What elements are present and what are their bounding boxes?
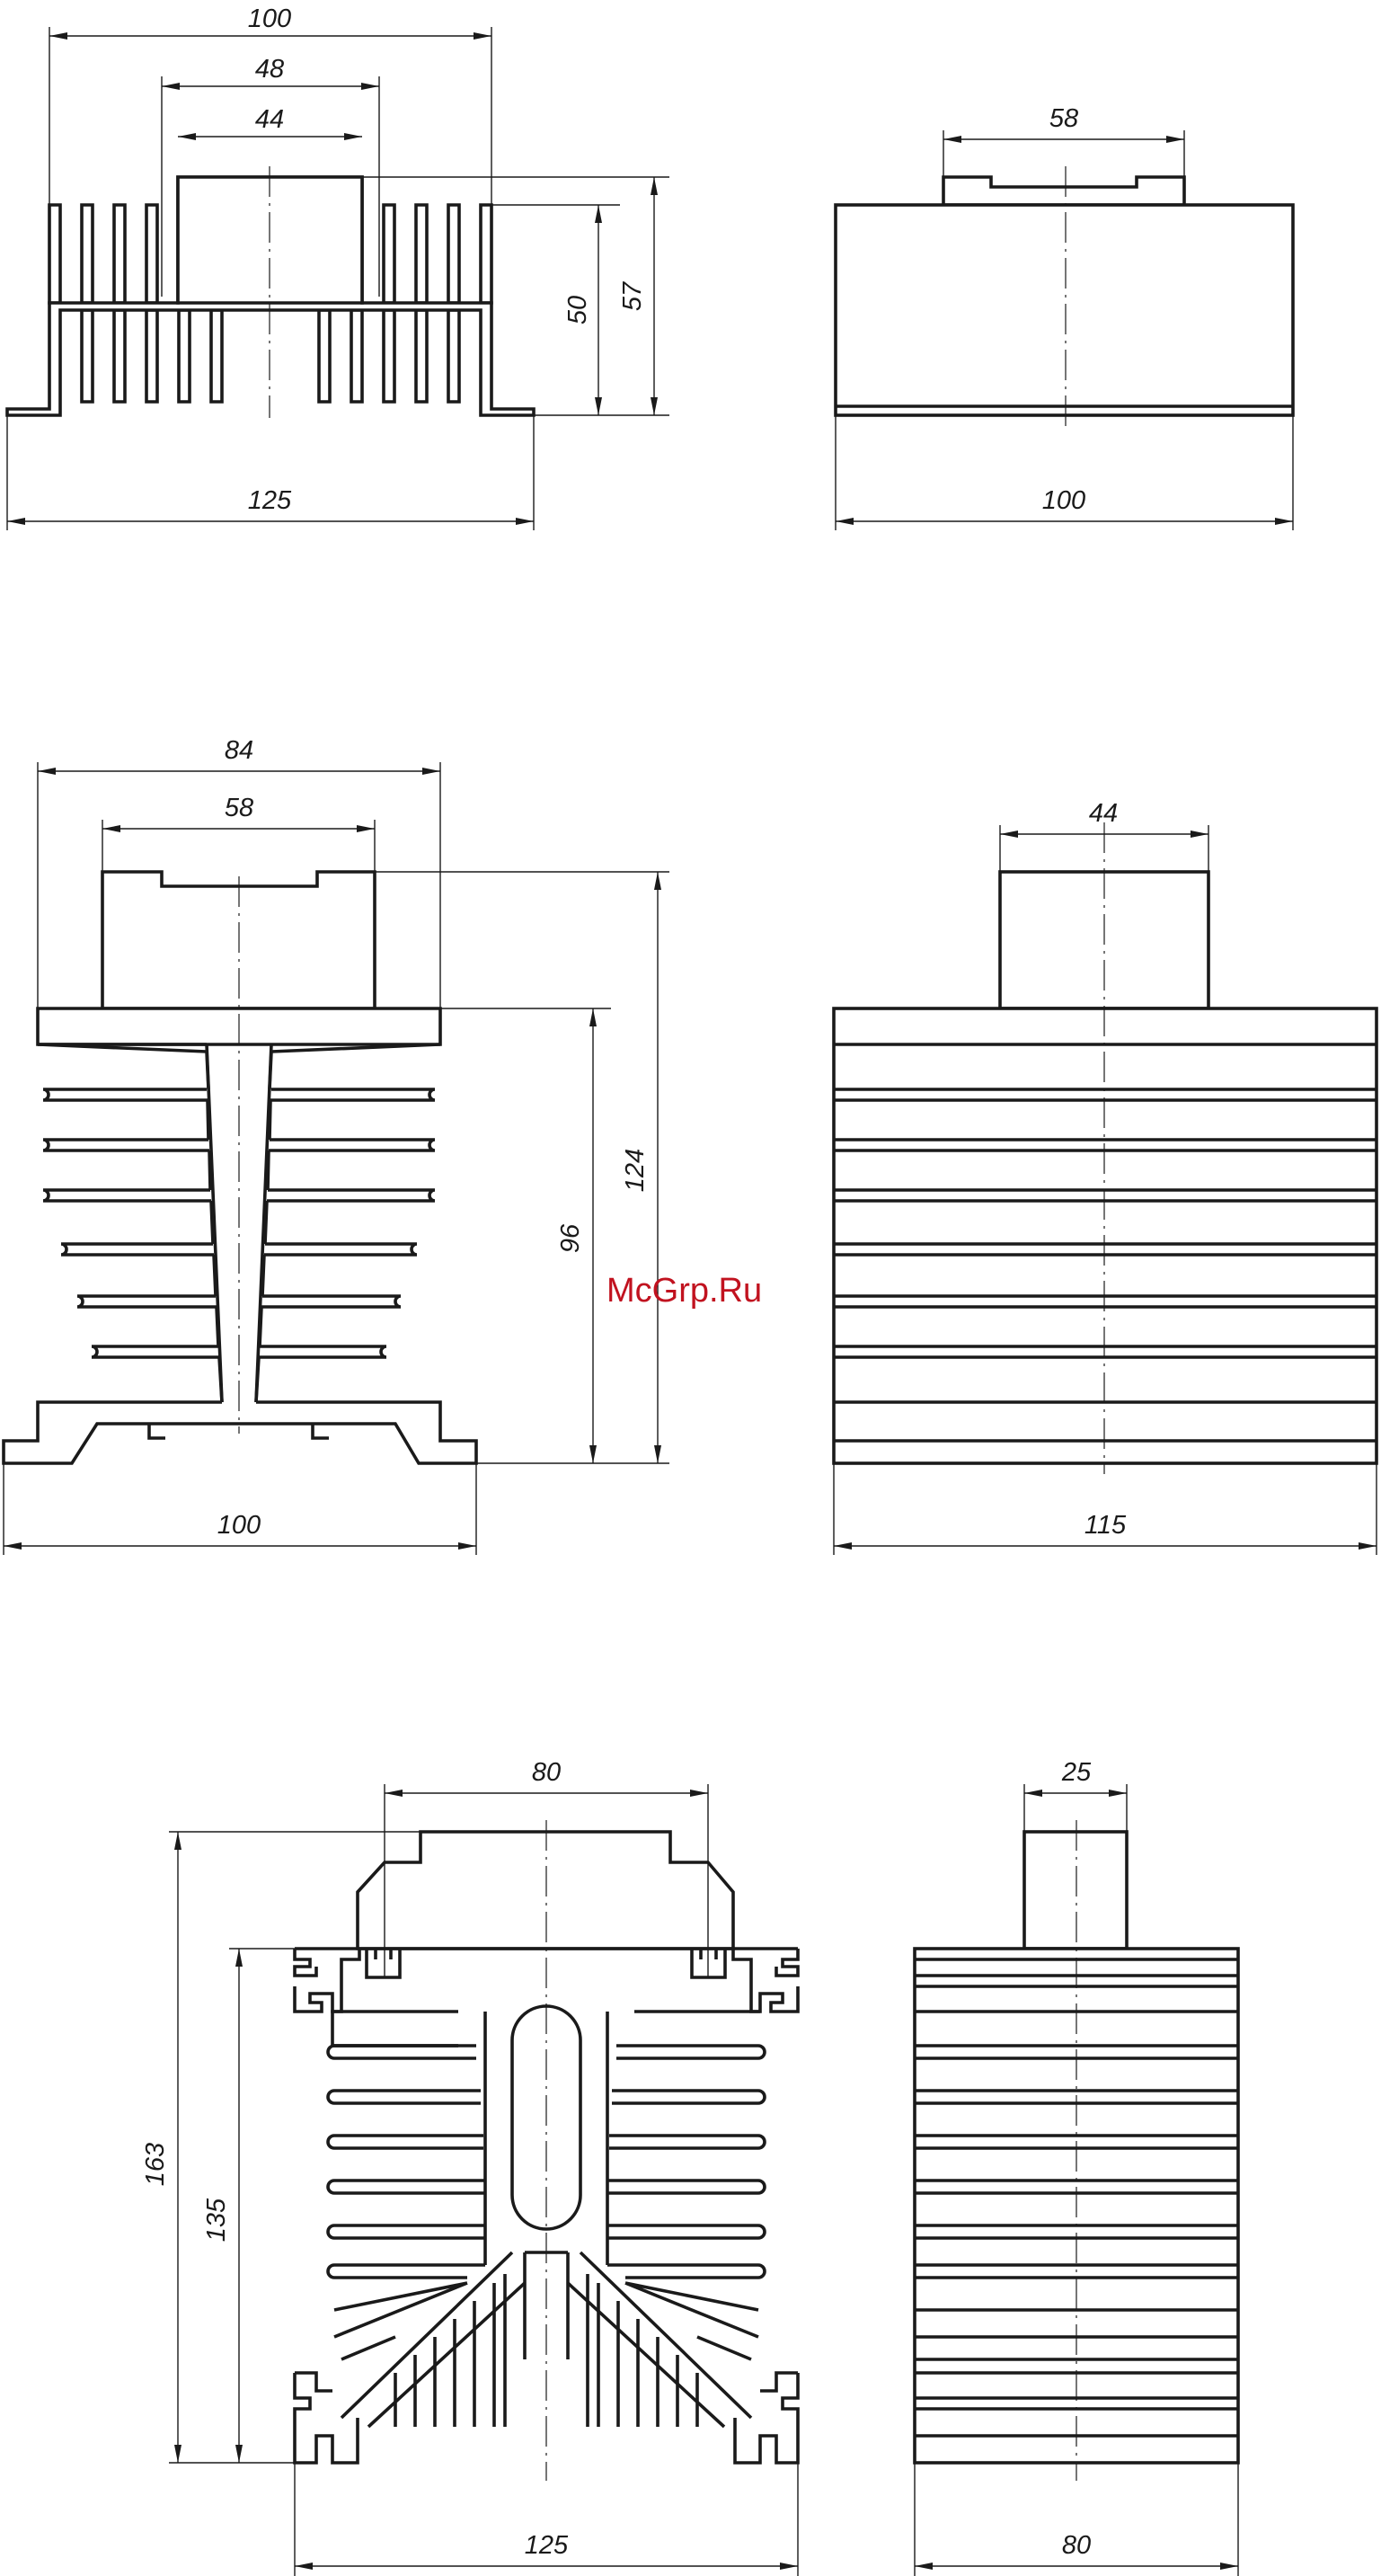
dim-heatsink1-width-top: 48 (255, 55, 284, 84)
dim-heatsink2-width-plate: 84 (225, 736, 253, 765)
dim-heatsink3-width-top: 80 (532, 1758, 561, 1787)
dim-heatsink1-side-width-top: 58 (1049, 104, 1078, 133)
heatsink-2-side-view: 44 115 (834, 799, 1377, 1555)
heatsink-3-side-view: 25 80 (915, 1758, 1238, 2576)
dim-heatsink1-width-base: 44 (255, 105, 284, 134)
dim-heatsink2-side-width-top: 44 (1089, 799, 1118, 828)
dim-heatsink3-height-total: 163 (141, 2143, 170, 2186)
dim-heatsink2-height-total: 124 (621, 1149, 650, 1192)
dim-heatsink1-height-total: 57 (618, 280, 647, 311)
dim-heatsink2-side-width-body: 115 (1084, 1511, 1127, 1540)
dim-heatsink2-width-base: 100 (217, 1511, 261, 1540)
heatsink-1-side-view: 58 100 (836, 104, 1293, 530)
watermark-text: McGrp.Ru (606, 1272, 762, 1310)
heatsink-1-front-view: 100 48 44 50 57 125 (7, 4, 669, 530)
dim-heatsink3-height-body: 135 (202, 2198, 231, 2242)
dim-heatsink3-side-width-body: 80 (1062, 2531, 1091, 2560)
dim-heatsink1-side-width-plate: 100 (1042, 486, 1085, 515)
heatsink-3-front-view: 80 163 135 125 (141, 1758, 798, 2576)
dim-heatsink3-width-body: 125 (525, 2531, 569, 2560)
dim-heatsink1-width-total: 100 (248, 4, 291, 33)
dim-heatsink2-height-body: 96 (556, 1223, 585, 1253)
dim-heatsink3-side-width-top: 25 (1061, 1758, 1092, 1787)
heatsink-2-front-view: 84 58 124 96 100 (4, 736, 669, 1555)
dim-heatsink1-width-plate: 125 (248, 486, 292, 515)
dim-heatsink1-height-body: 50 (563, 296, 592, 324)
dim-heatsink2-width-top: 58 (225, 794, 253, 822)
